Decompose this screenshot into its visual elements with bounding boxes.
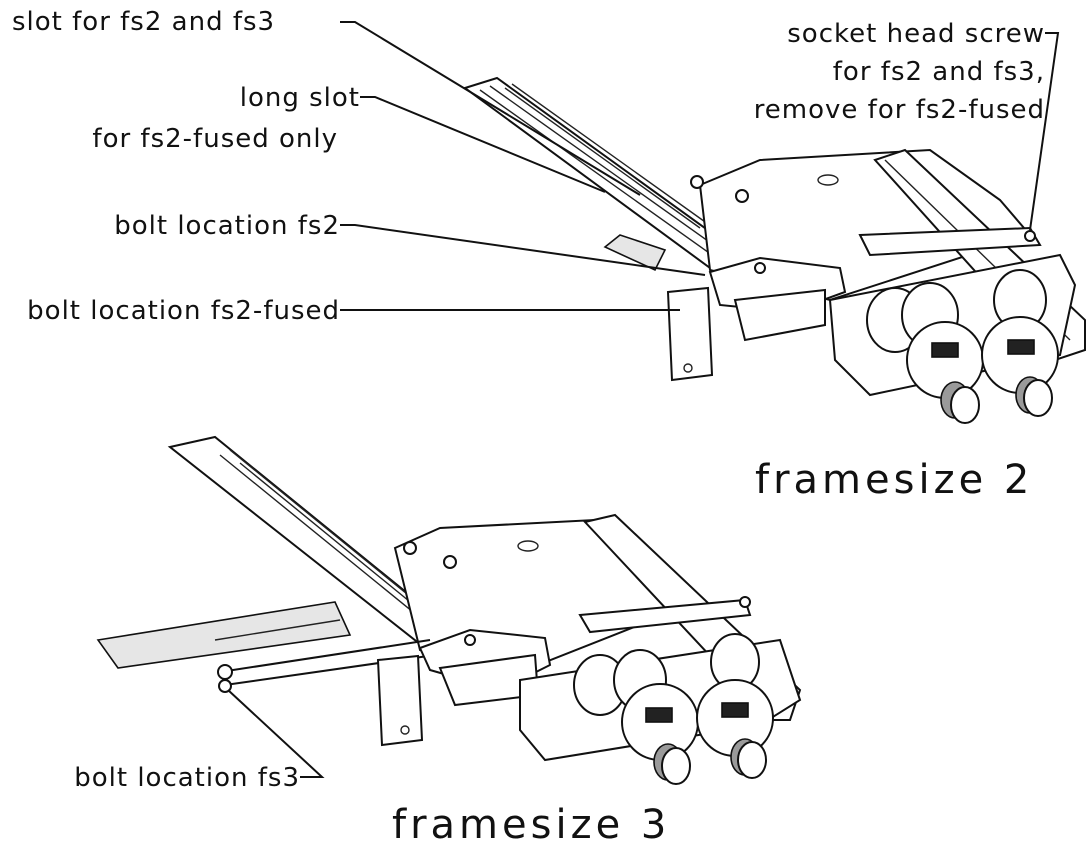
label-socket-screw: socket head screw — [787, 19, 1045, 49]
fs3-hanging-bracket — [376, 654, 424, 747]
label-bolt-fs2: bolt location fs2 — [114, 211, 340, 241]
label-slot-fs2-fs3: slot for fs2 and fs3 — [12, 7, 275, 37]
fs2-hanging-bracket — [666, 286, 714, 382]
labels: slot for fs2 and fs3 long slot for fs2-f… — [12, 7, 1045, 793]
framesize-3-assembly — [96, 435, 802, 785]
fs2-key-lock-left — [906, 321, 984, 424]
caption-framesize-2: framesize 2 — [755, 457, 1033, 503]
leader-long-slot — [360, 96, 606, 193]
fs3-bolt — [217, 664, 233, 680]
label-socket-screw-remove: remove for fs2-fused — [754, 95, 1045, 125]
leader-lines — [227, 21, 1060, 778]
leader-bolt-fs2 — [340, 224, 706, 276]
label-long-slot-note: for fs2-fused only — [92, 124, 338, 154]
leader-slot — [340, 21, 641, 196]
fs3-key-lock-right — [696, 679, 774, 779]
label-bolt-fs2-fused: bolt location fs2-fused — [27, 296, 340, 326]
leader-bolt-fs3 — [227, 689, 325, 778]
captions: framesize 2 framesize 3 — [392, 457, 1033, 846]
fs2-bolt — [690, 175, 704, 189]
label-bolt-fs3: bolt location fs3 — [74, 763, 300, 793]
leader-screw — [1029, 32, 1060, 231]
fs2-key-lock-right — [981, 316, 1059, 417]
label-socket-screw-fs: for fs2 and fs3, — [833, 57, 1045, 87]
framesize-2-assembly — [462, 76, 1086, 424]
fs2-angle-bracket — [603, 234, 667, 272]
label-long-slot: long slot — [240, 83, 360, 113]
fs3-key-lock-left — [621, 683, 699, 785]
fs3-extension-arm — [96, 601, 352, 669]
caption-framesize-3: framesize 3 — [392, 802, 670, 846]
